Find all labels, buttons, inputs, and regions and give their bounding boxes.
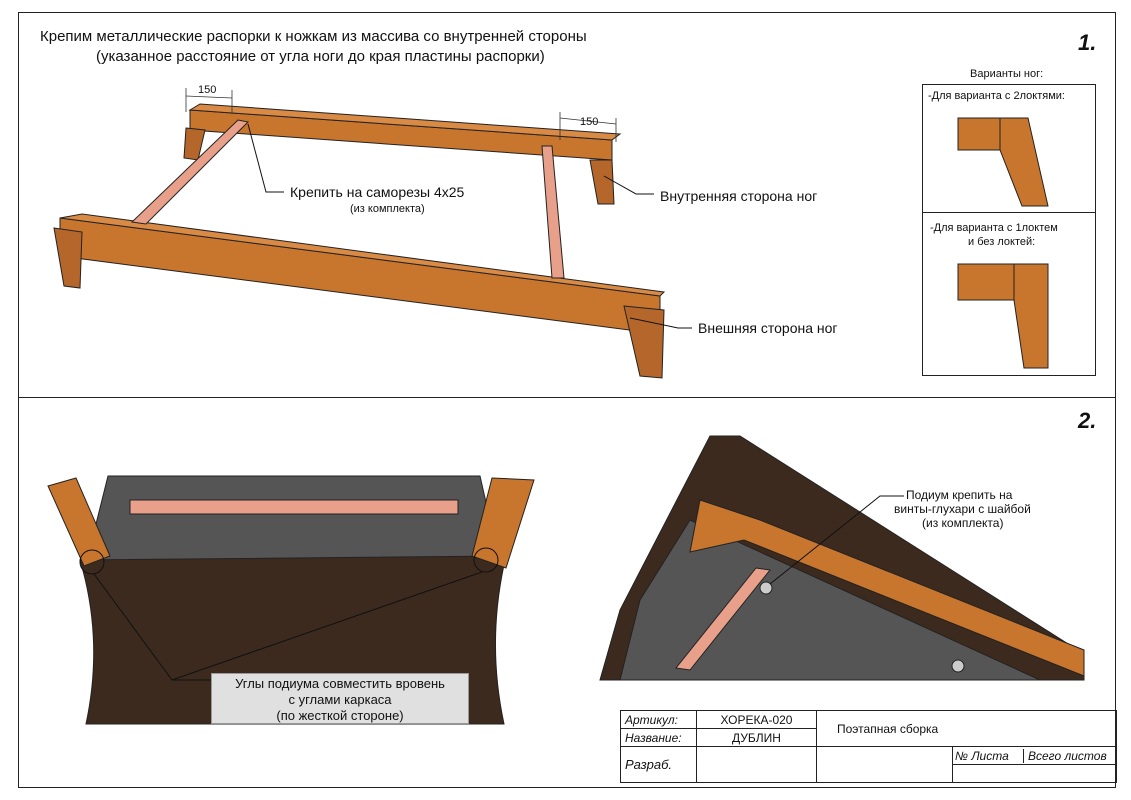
sheet-number-label: № Листа	[953, 748, 1024, 763]
inner-side-label: Внутренняя сторона ног	[660, 188, 818, 204]
corners-note-line2: с углами каркаса	[288, 692, 392, 707]
step2-number: 2.	[1078, 408, 1097, 433]
dimension-left: 150	[198, 84, 217, 96]
name-value: ДУБЛИН	[696, 728, 817, 747]
back-leg-rail	[183, 103, 622, 205]
variant2-label-line1: -Для варианта с 1локтем	[930, 222, 1058, 234]
sheet-values-cell	[952, 764, 1117, 783]
document-title: Поэтапная сборка	[816, 710, 1117, 747]
developer-label: Разраб.	[620, 746, 697, 783]
sheet-info-cell: № Листа Всего листов	[952, 746, 1117, 765]
screws-note: (из комплекта)	[350, 203, 425, 215]
variant1-label: -Для варианта с 2локтями:	[928, 90, 1065, 102]
step1-subtitle: (указанное расстояние от угла ноги до кр…	[96, 48, 545, 65]
leg-variant-2-elbows	[957, 117, 1049, 207]
corners-note-line1: Углы подиума совместить вровень	[235, 676, 445, 691]
outer-side-label: Внешняя сторона ног	[698, 320, 838, 336]
developer-value	[696, 746, 817, 783]
section-divider	[18, 397, 1116, 398]
corners-note-box: Углы подиума совместить вровень с углами…	[211, 673, 469, 724]
article-label: Артикул:	[620, 710, 697, 729]
sheet-frame	[18, 12, 1116, 788]
dimension-lines	[185, 88, 617, 142]
step1-title: Крепим металлические распорки к ножкам и…	[40, 28, 587, 45]
variants-box	[922, 84, 1096, 376]
stamp-empty-cell	[816, 746, 953, 783]
callout-lines	[247, 123, 692, 329]
variants-heading: Варианты ног:	[970, 68, 1044, 80]
step1-number: 1.	[1078, 30, 1097, 55]
article-value: ХОРЕКА-020	[696, 710, 817, 729]
screws-label: Крепить на саморезы 4x25	[290, 184, 465, 200]
podium-note-line2: винты-глухари с шайбой	[894, 502, 1031, 516]
corners-note-line3: (по жесткой стороне)	[276, 708, 404, 723]
name-label: Название:	[620, 728, 697, 747]
step2-podium-corner-view	[599, 435, 1085, 681]
dimension-right: 150	[580, 116, 599, 128]
variants-separator	[922, 212, 1096, 213]
podium-note-line1: Подиум крепить на	[906, 488, 1013, 502]
variant2-label-line2: и без локтей:	[968, 236, 1036, 248]
title-block: Артикул: ХОРЕКА-020 Поэтапная сборка Наз…	[620, 710, 1117, 783]
metal-struts	[130, 119, 565, 279]
sheets-total-label: Всего листов	[1028, 748, 1107, 763]
leg-variant-1-elbow	[957, 263, 1049, 369]
podium-note-line3: (из комплекта)	[922, 516, 1004, 530]
front-leg-rail	[53, 213, 666, 379]
